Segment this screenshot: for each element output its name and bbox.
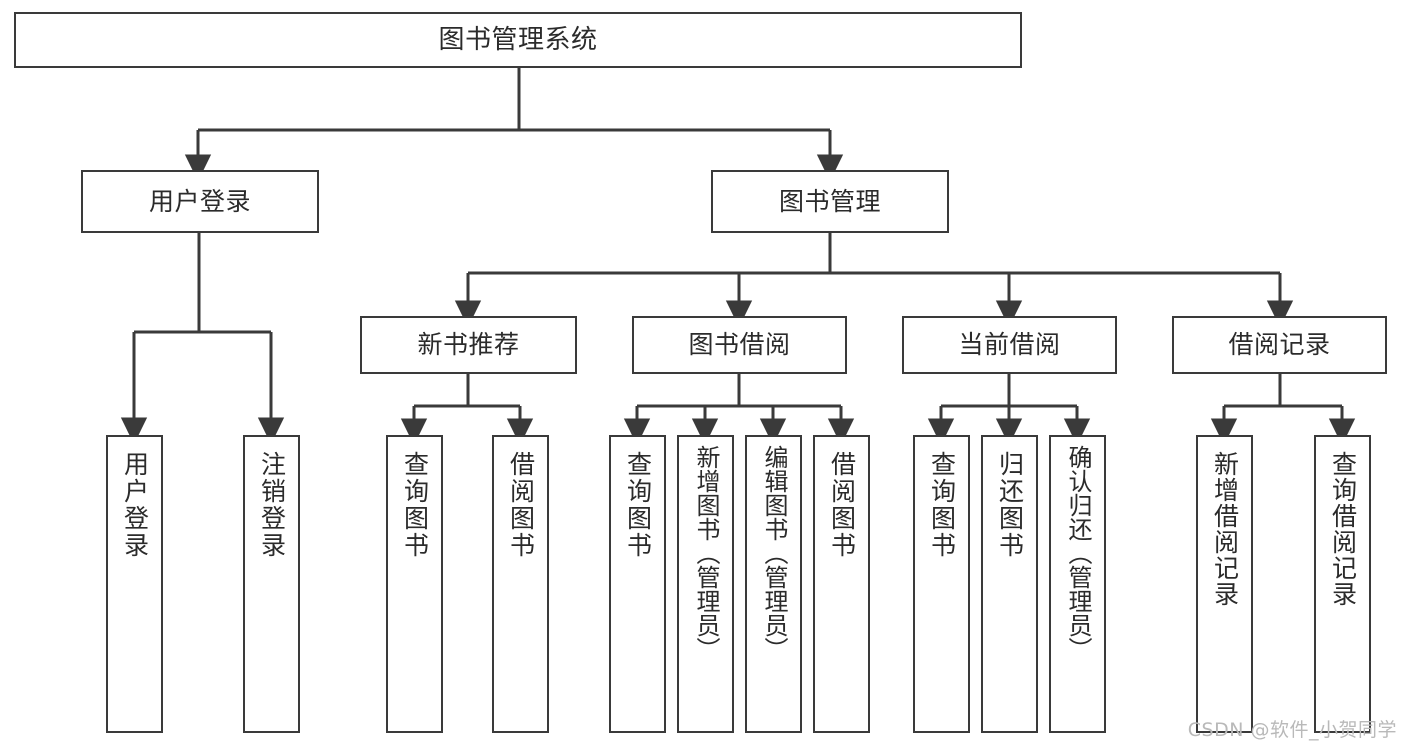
node-label: 新书推荐: [417, 330, 520, 360]
node-borrow-record[interactable]: 借阅记录: [1172, 316, 1387, 374]
node-label: 查询图书: [400, 451, 430, 559]
node-new-book-recommend[interactable]: 新书推荐: [360, 316, 577, 374]
node-borrow-book-1[interactable]: 借阅图书: [492, 435, 549, 733]
csdn-watermark: CSDN @软件_小贺同学: [1187, 719, 1397, 741]
node-label: 查询借阅记录: [1328, 451, 1358, 607]
node-query-borrow-record[interactable]: 查询借阅记录: [1314, 435, 1371, 733]
node-confirm-return[interactable]: 确认归还（管理员）: [1049, 435, 1106, 733]
node-book-borrow[interactable]: 图书借阅: [632, 316, 847, 374]
node-edit-book[interactable]: 编辑图书（管理员）: [745, 435, 802, 733]
node-label: 借阅记录: [1228, 330, 1331, 360]
node-user-login-leaf[interactable]: 用户登录: [106, 435, 163, 733]
node-label: 新增借阅记录: [1210, 451, 1240, 607]
node-label: 借阅图书: [827, 451, 857, 559]
node-label: 确认归还（管理员）: [1063, 445, 1092, 661]
node-borrow-book-2[interactable]: 借阅图书: [813, 435, 870, 733]
node-label: 查询图书: [927, 451, 957, 559]
node-query-book-1[interactable]: 查询图书: [386, 435, 443, 733]
node-label: 图书管理系统: [438, 24, 598, 55]
node-label: 新增图书（管理员）: [691, 445, 720, 661]
node-add-book[interactable]: 新增图书（管理员）: [677, 435, 734, 733]
node-label: 用户登录: [148, 186, 251, 216]
node-query-book-3[interactable]: 查询图书: [913, 435, 970, 733]
node-logout-leaf[interactable]: 注销登录: [243, 435, 300, 733]
node-return-book[interactable]: 归还图书: [981, 435, 1038, 733]
node-current-borrow[interactable]: 当前借阅: [902, 316, 1117, 374]
node-label: 编辑图书（管理员）: [759, 445, 788, 661]
node-add-borrow-record[interactable]: 新增借阅记录: [1196, 435, 1253, 733]
node-label: 查询图书: [623, 451, 653, 559]
node-root-book-management-system[interactable]: 图书管理系统: [14, 12, 1022, 68]
node-label: 归还图书: [995, 451, 1025, 559]
node-label: 图书借阅: [688, 330, 791, 360]
node-user-login[interactable]: 用户登录: [81, 170, 319, 233]
node-label: 当前借阅: [958, 330, 1061, 360]
node-label: 注销登录: [257, 451, 287, 559]
node-label: 用户登录: [120, 451, 150, 559]
node-query-book-2[interactable]: 查询图书: [609, 435, 666, 733]
node-book-management[interactable]: 图书管理: [711, 170, 949, 233]
node-label: 借阅图书: [506, 451, 536, 559]
node-label: 图书管理: [778, 186, 881, 216]
